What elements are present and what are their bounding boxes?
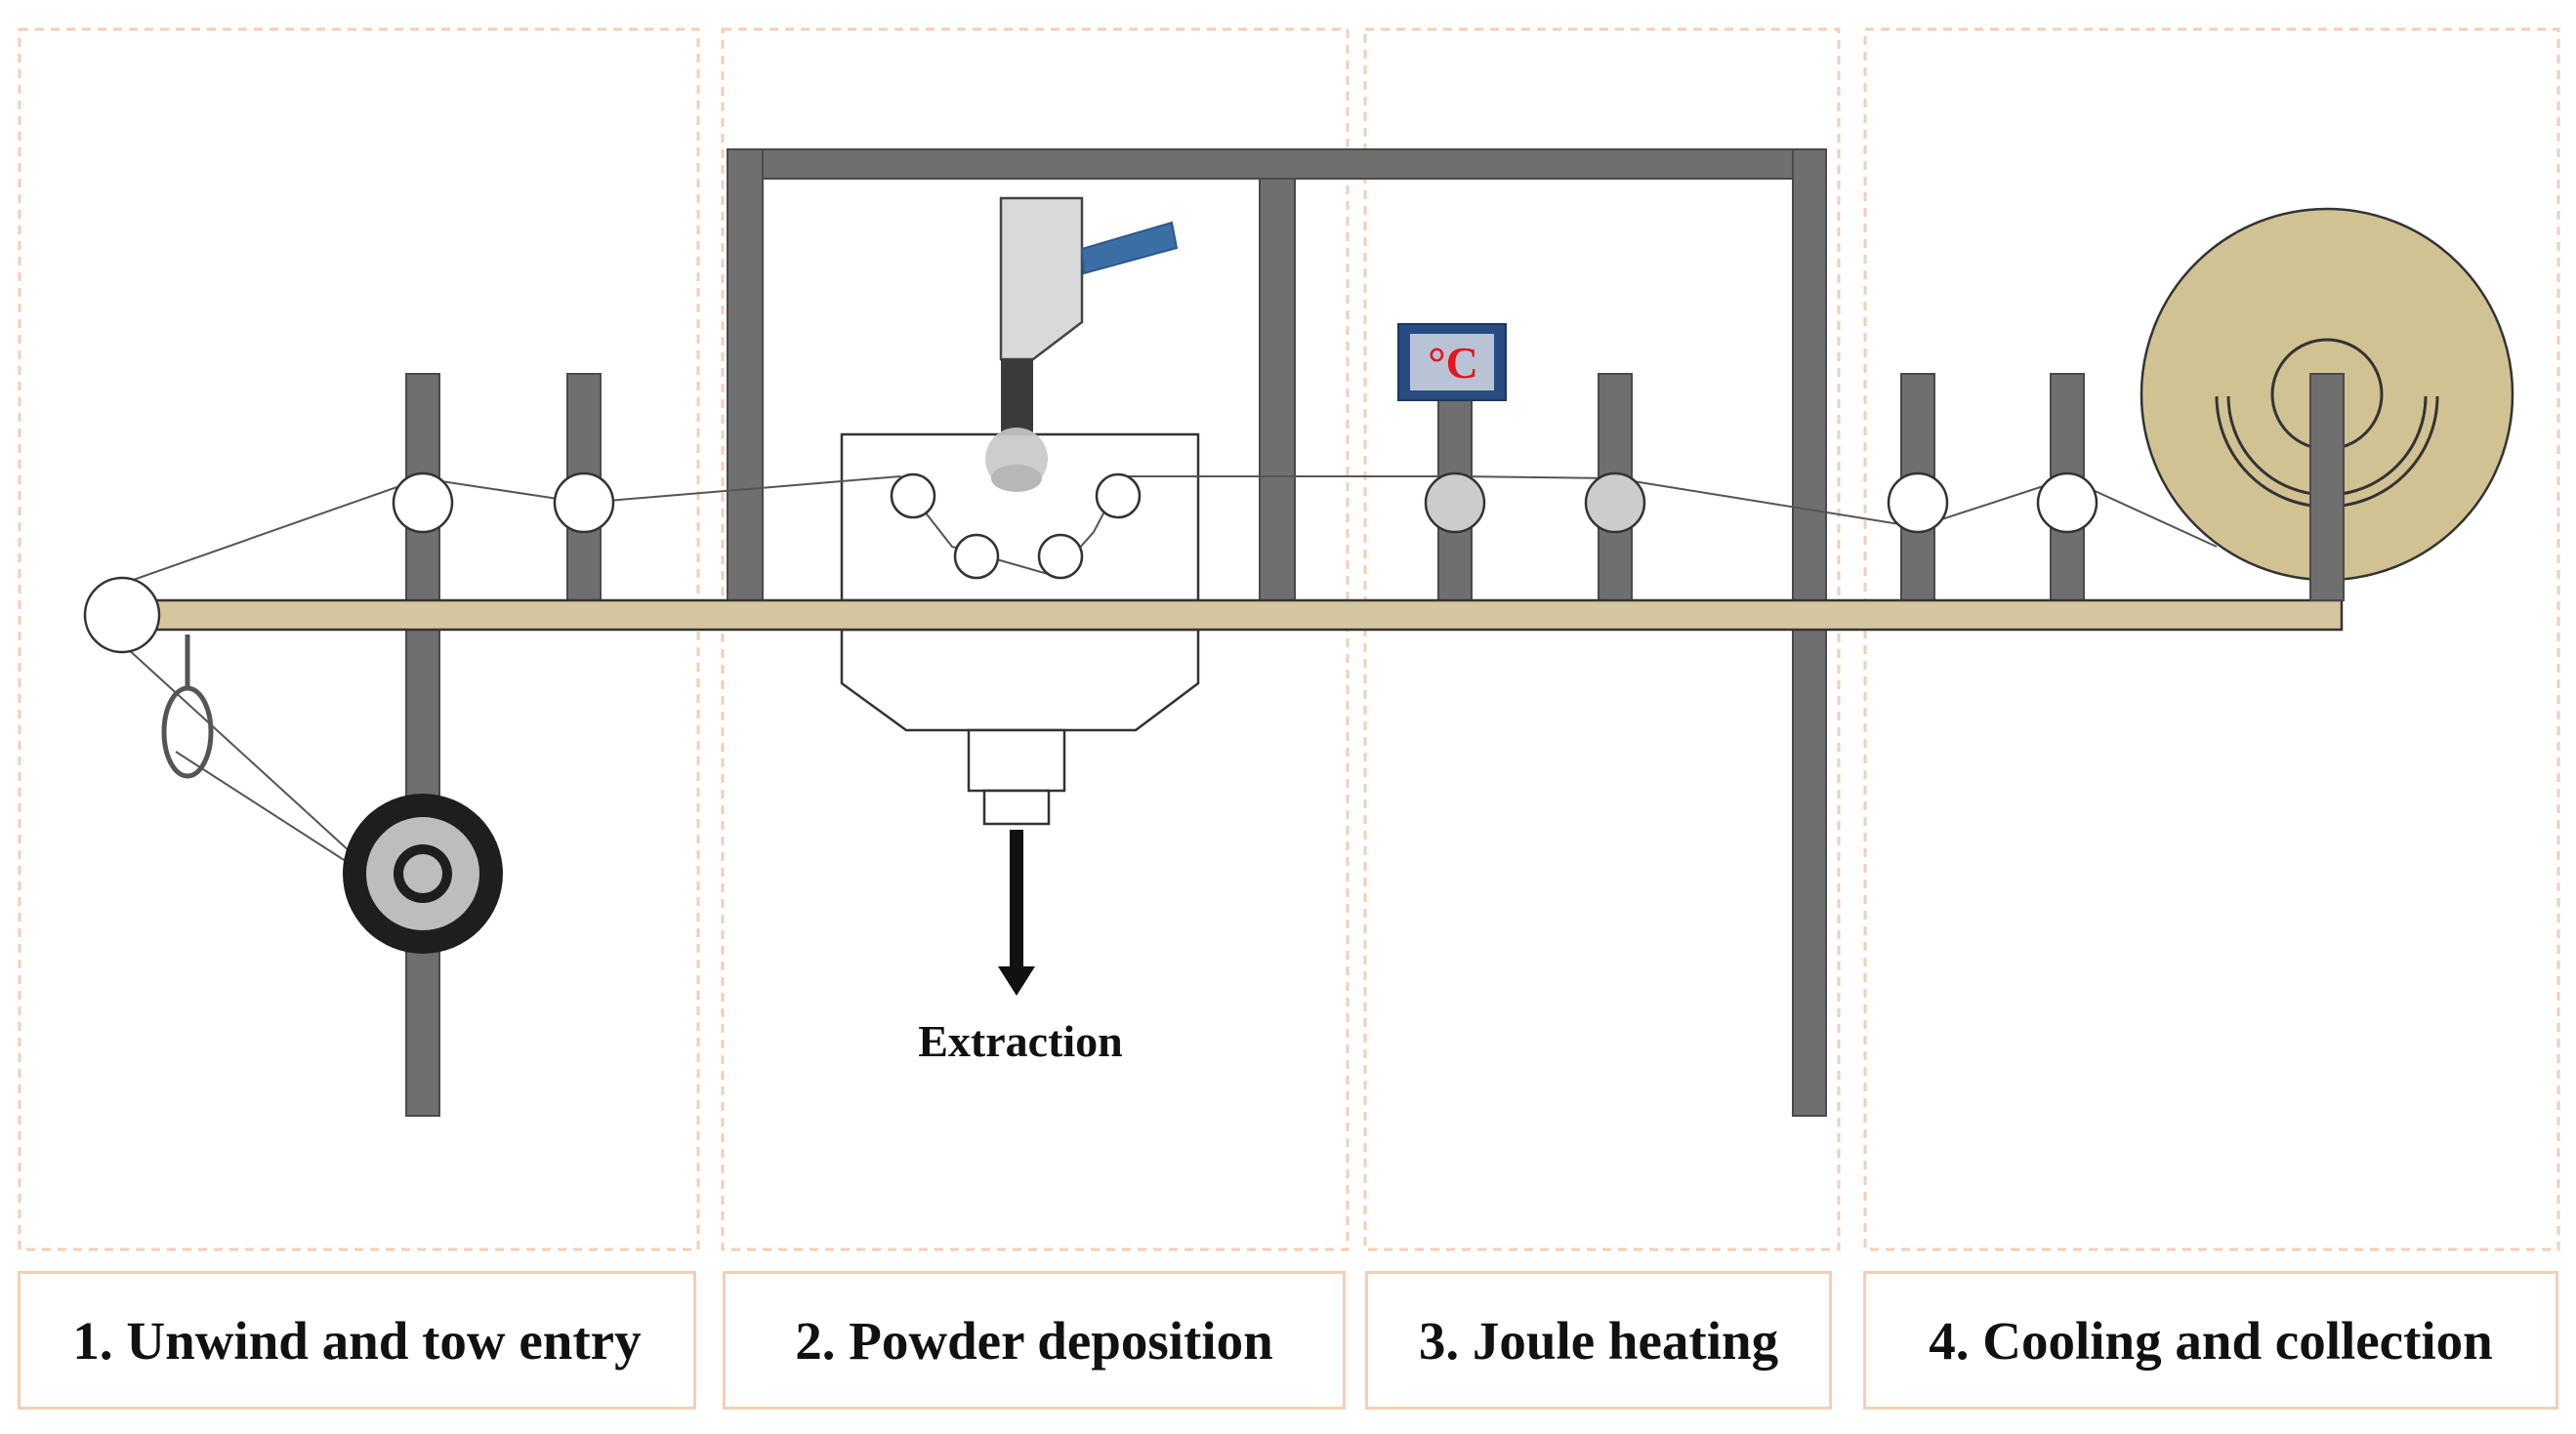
- stage-region-2: [721, 27, 1350, 1251]
- gantry-right-post: [1792, 148, 1827, 1117]
- stage-label-2: 2. Powder deposition: [723, 1271, 1346, 1410]
- guide-roller-2: [553, 471, 615, 534]
- stage-regions: [18, 27, 2560, 1251]
- guide-roller-1: [392, 471, 454, 534]
- chamber-roller-4: [1095, 472, 1142, 519]
- chamber-roller-3: [1037, 533, 1084, 580]
- unwind-bobbin: [343, 794, 503, 954]
- cooling-roller-1: [1887, 471, 1949, 534]
- extraction-hopper: [840, 628, 1200, 732]
- heating-electrode-2: [1584, 471, 1646, 534]
- gantry-left-post: [727, 148, 764, 601]
- stage-label-3: 3. Joule heating: [1365, 1271, 1832, 1410]
- extraction-outlet: [982, 789, 1051, 826]
- bobbin-center: [403, 854, 442, 893]
- stage-region-1: [18, 27, 700, 1251]
- spool-stand: [2309, 373, 2345, 601]
- chamber-roller-2: [953, 533, 1000, 580]
- rollers: [83, 471, 2098, 654]
- gun-arm: [1080, 221, 1179, 275]
- gantry-top-beam: [727, 148, 1827, 180]
- entry-pulley: [83, 576, 161, 654]
- stage-region-4: [1863, 27, 2560, 1251]
- powder-spray-gun: [985, 196, 1179, 492]
- tow-line-bobbin: [92, 616, 396, 894]
- stage-label-4: 4. Cooling and collection: [1863, 1271, 2558, 1410]
- chamber-roller-1: [890, 472, 936, 519]
- tow-line-entry: [121, 475, 901, 585]
- powder-spray: [985, 428, 1048, 492]
- cooling-roller-2: [2036, 471, 2098, 534]
- gun-nozzle: [1001, 359, 1033, 435]
- stage-label-1: 1. Unwind and tow entry: [18, 1271, 696, 1410]
- temperature-display-screen: [1410, 334, 1494, 390]
- extraction-neck: [967, 728, 1066, 793]
- base-table: [115, 598, 2344, 632]
- gantry-frame: [727, 148, 1827, 1117]
- temperature-unit-readout: °C: [1428, 337, 1478, 388]
- guide-posts: [405, 373, 2085, 1117]
- gantry-middle-post: [1259, 178, 1296, 601]
- heating-electrode-1: [1424, 471, 1486, 534]
- gun-body: [999, 196, 1084, 361]
- extraction-arrow: [998, 830, 1035, 996]
- collection-spool: [2140, 207, 2514, 601]
- stage-region-3: [1363, 27, 1841, 1251]
- extraction-label: Extraction: [918, 1016, 1123, 1066]
- tension-loop: [161, 685, 214, 779]
